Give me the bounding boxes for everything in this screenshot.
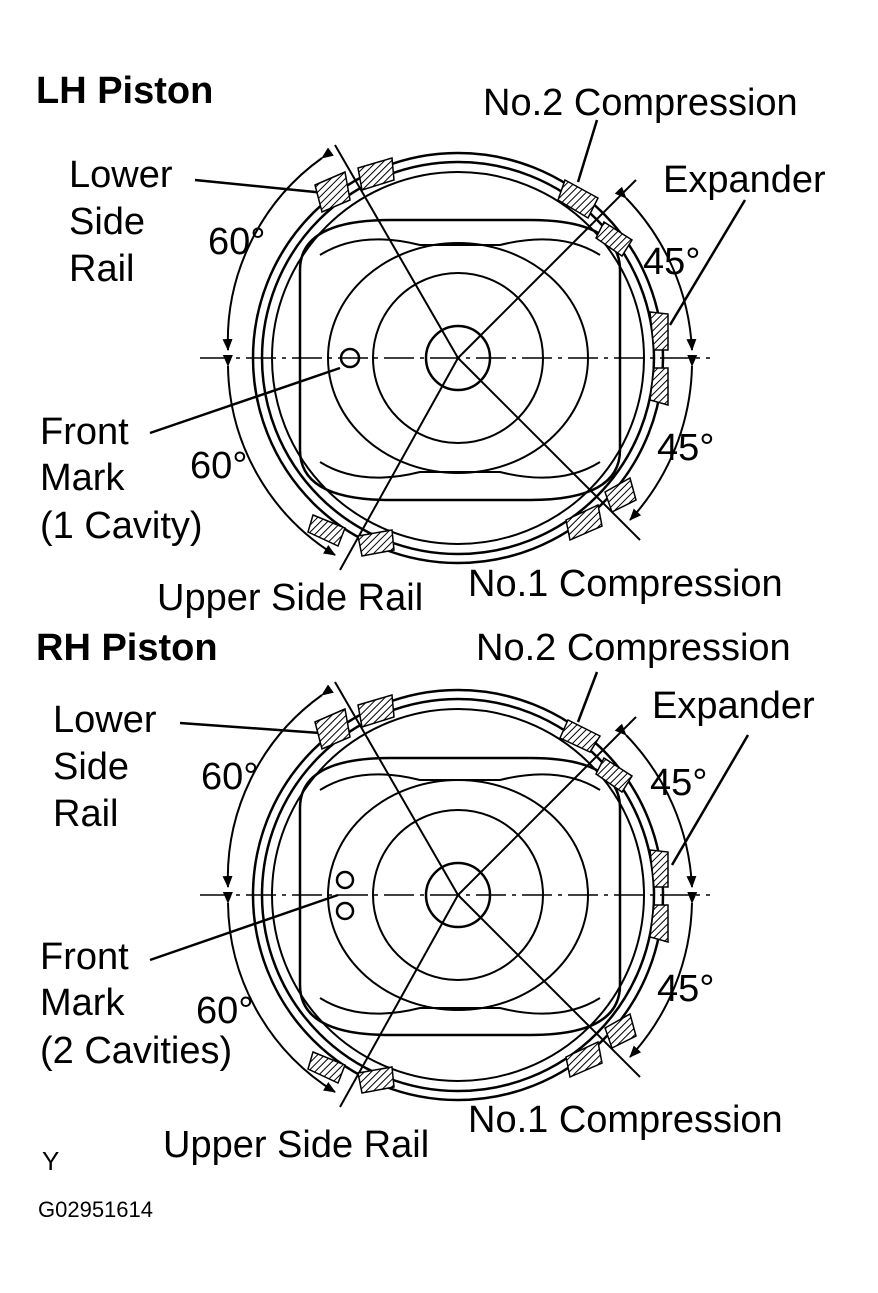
rh-piston-drawing (149, 671, 750, 1108)
lh-front-mark-label-3: (1 Cavity) (40, 505, 203, 547)
lh-front-mark-label-2: Mark (40, 457, 125, 499)
lh-upper-side-rail-label: Upper Side Rail (157, 577, 424, 619)
rh-front-mark-label-2: Mark (40, 982, 125, 1024)
lh-no2-compression-label: No.2 Compression (483, 82, 798, 124)
rh-ring-gaps (307, 694, 669, 1094)
lh-front-mark-label-1: Front (40, 411, 129, 453)
lh-piston-title: LH Piston (36, 70, 214, 112)
rh-front-mark-label-1: Front (40, 936, 129, 978)
lh-no1-compression-label: No.1 Compression (468, 563, 783, 605)
lh-lower-side-rail-label-2: Side (69, 201, 146, 243)
lh-angle-45-lower: 45° (657, 427, 715, 469)
rh-angle-45-lower: 45° (657, 968, 715, 1010)
rh-angle-45-upper: 45° (650, 762, 708, 804)
rh-expander-label: Expander (652, 685, 815, 727)
rh-front-mark-label-3: (2 Cavities) (40, 1030, 233, 1072)
lh-expander-label: Expander (663, 159, 826, 201)
rh-piston-title: RH Piston (36, 627, 218, 669)
figure-mark: Y (42, 1146, 60, 1176)
lh-lower-side-rail-label-3: Rail (69, 248, 135, 290)
figure-code: G02951614 (38, 1197, 153, 1222)
lh-angle-45-upper: 45° (643, 241, 701, 283)
lh-ring-gaps (307, 157, 669, 557)
rh-no1-compression-label: No.1 Compression (468, 1099, 783, 1141)
rh-lower-side-rail-label-1: Lower (53, 699, 157, 741)
rh-lower-side-rail-label-3: Rail (53, 793, 119, 835)
rh-angle-60-upper: 60° (201, 756, 259, 798)
lh-lower-side-rail-label-1: Lower (69, 154, 173, 196)
lh-angle-60-upper: 60° (208, 221, 266, 263)
rh-upper-side-rail-label: Upper Side Rail (163, 1124, 430, 1166)
rh-lower-side-rail-label-2: Side (53, 746, 130, 788)
rh-no2-compression-label: No.2 Compression (476, 627, 791, 669)
lh-angle-60-lower: 60° (190, 445, 248, 487)
lh-piston-drawing (149, 119, 747, 571)
rh-angle-60-lower: 60° (196, 990, 254, 1032)
